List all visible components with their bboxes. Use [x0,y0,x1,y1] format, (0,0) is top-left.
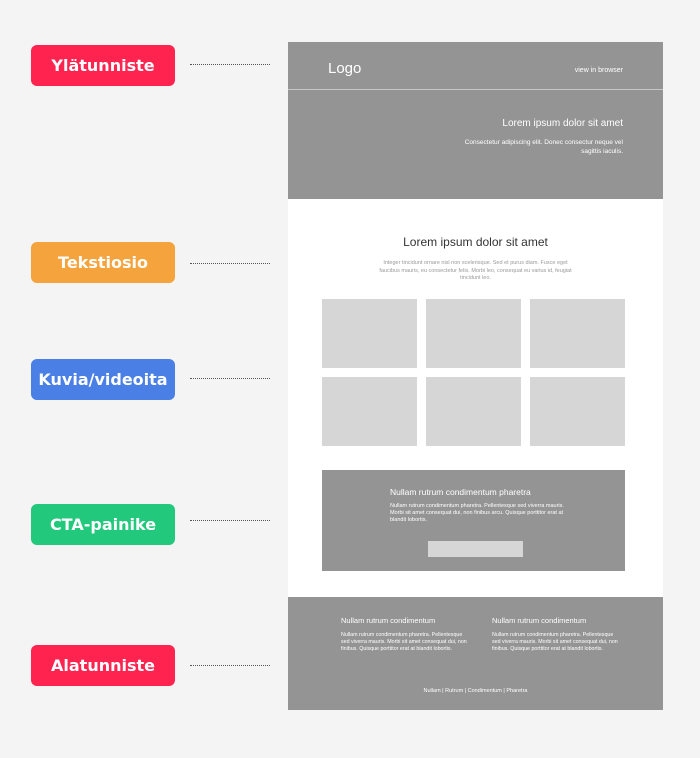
header-subtitle: Consectetur adipiscing elit. Donec conse… [464,139,623,155]
email-header: Logo view in browser Lorem ipsum dolor s… [288,42,663,199]
footer-column: Nullam rutrum condimentum Nullam rutrum … [492,616,622,652]
logo[interactable]: Logo [328,60,362,77]
footer-column-body: Nullam rutrum condimentum pharetra. Pell… [492,632,618,652]
email-footer: Nullam rutrum condimentum Nullam rutrum … [288,597,663,710]
view-in-browser-link[interactable]: view in browser [574,67,623,74]
text-section-body: Integer tincidunt ornare nisl non sceler… [379,260,572,281]
footer-column-heading: Nullam rutrum condimentum [341,616,436,625]
text-section: Lorem ipsum dolor sit amet Integer tinci… [288,199,663,454]
cta-title: Nullam rutrum condimentum pharetra [390,487,531,497]
media-tile[interactable] [530,299,625,368]
media-tile[interactable] [322,377,417,446]
connector-header [190,64,270,65]
header-divider [288,89,663,90]
footer-column: Nullam rutrum condimentum Nullam rutrum … [341,616,471,652]
label-text-section: Tekstiosio [31,242,175,283]
footer-column-heading: Nullam rutrum condimentum [492,616,587,625]
email-wireframe: Logo view in browser Lorem ipsum dolor s… [288,42,663,710]
media-gallery [322,299,625,446]
label-cta: CTA-painike [31,504,175,545]
connector-text-section [190,263,270,264]
label-footer: Alatunniste [31,645,175,686]
label-media: Kuvia/videoita [31,359,175,400]
cta-button[interactable] [428,541,523,557]
media-tile[interactable] [322,299,417,368]
connector-media [190,378,270,379]
connector-footer [190,665,270,666]
media-tile[interactable] [426,377,521,446]
cta-section: Nullam rutrum condimentum pharetra Nulla… [288,454,663,597]
cta-body: Nullam rutrum condimentum pharetra. Pell… [390,503,564,523]
footer-column-body: Nullam rutrum condimentum pharetra. Pell… [341,632,467,652]
label-header: Ylätunniste [31,45,175,86]
media-tile[interactable] [530,377,625,446]
cta-box: Nullam rutrum condimentum pharetra Nulla… [322,470,625,571]
connector-cta [190,520,270,521]
text-section-title: Lorem ipsum dolor sit amet [403,235,548,249]
footer-links[interactable]: Nullam | Rutrum | Condimentum | Pharetra [423,688,528,694]
header-title: Lorem ipsum dolor sit amet [502,118,623,129]
media-tile[interactable] [426,299,521,368]
